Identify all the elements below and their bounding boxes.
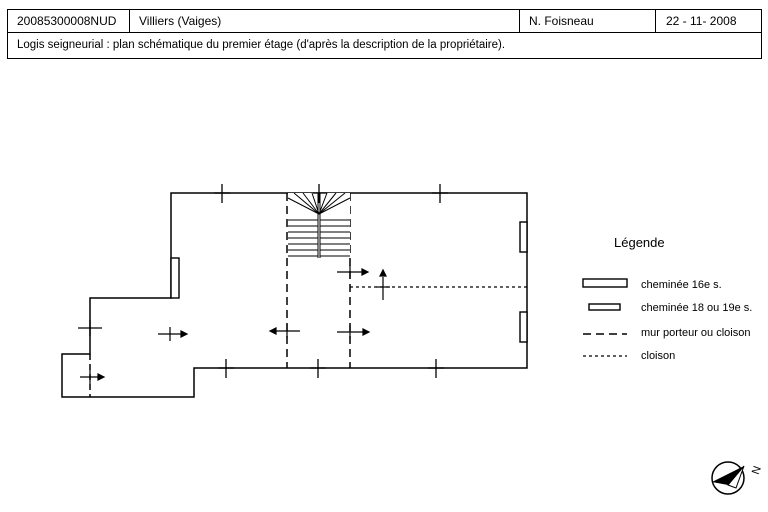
exterior-wall (61, 192, 528, 398)
fireplace-16th-century (519, 311, 528, 343)
north-label: N (750, 465, 764, 477)
location: Villiers (Vaiges) (130, 10, 520, 32)
title-block-row: 20085300008NUD Villiers (Vaiges) N. Fois… (8, 10, 761, 33)
author: N. Foisneau (520, 10, 656, 32)
legend-label: cheminée 18 ou 19e s. (641, 302, 752, 314)
legend-symbol-small-fireplace (588, 303, 621, 311)
reference-number: 20085300008NUD (8, 10, 130, 32)
title-block: 20085300008NUD Villiers (Vaiges) N. Fois… (7, 9, 762, 59)
door-arrow (337, 325, 371, 339)
window-mark (313, 184, 327, 203)
door-arrow (80, 370, 106, 384)
date: 22 - 11- 2008 (666, 14, 737, 28)
window-mark (432, 184, 448, 203)
door-arrow (337, 265, 370, 279)
window-mark (428, 359, 444, 378)
legend-symbol-large-fireplace (582, 278, 628, 288)
window-mark (214, 184, 230, 203)
north-arrow-icon: N (711, 461, 764, 495)
window-mark (218, 359, 234, 378)
fireplace-16th-century (170, 257, 180, 299)
legend-label: cloison (641, 350, 675, 362)
legend: Légende cheminée 16e s. cheminée 18 ou 1… (582, 235, 752, 362)
legend-label: mur porteur ou cloison (641, 327, 750, 339)
door-arrow (158, 327, 189, 341)
window-mark (78, 320, 102, 336)
fireplace-16th-century (519, 221, 528, 253)
window-mark (310, 359, 326, 378)
legend-title: Légende (614, 235, 665, 250)
caption: Logis seigneurial : plan schématique du … (17, 39, 506, 51)
staircase (287, 192, 351, 258)
legend-label: cheminée 16e s. (641, 279, 722, 291)
door-arrow (376, 268, 390, 300)
door-arrow (268, 324, 300, 338)
